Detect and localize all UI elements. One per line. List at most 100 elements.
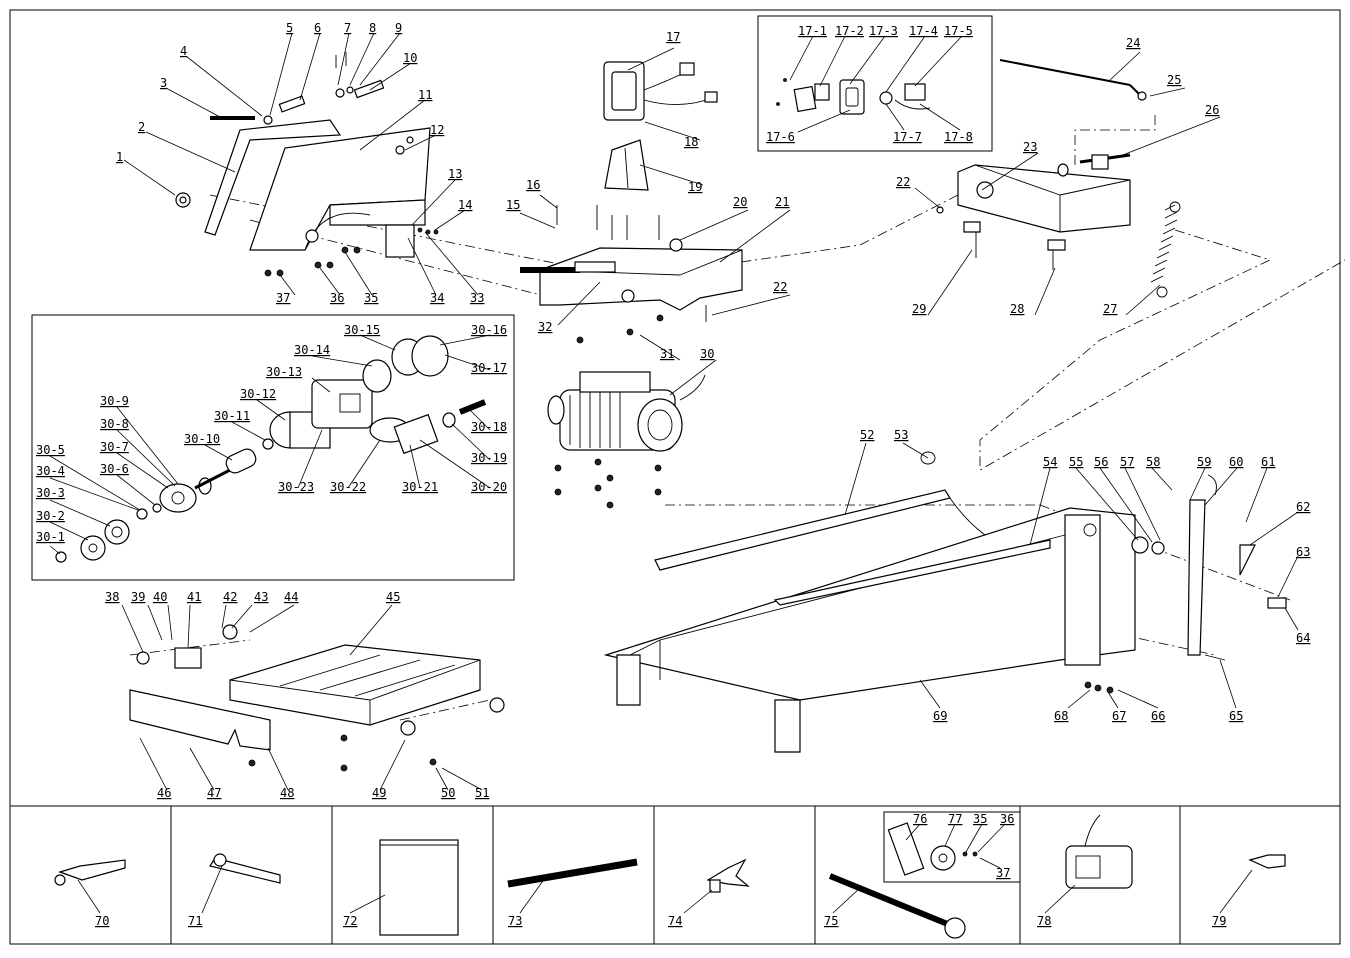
label-part-77: 77 xyxy=(948,812,962,826)
label-part-43: 43 xyxy=(254,590,268,604)
label-part-17-6: 17-6 xyxy=(766,130,795,144)
label-part-31: 31 xyxy=(660,347,674,361)
label-part-19: 19 xyxy=(688,180,702,194)
label-part-11: 11 xyxy=(418,88,432,102)
label-part-30-9: 30-9 xyxy=(100,394,129,408)
leader-lines xyxy=(49,32,1299,914)
label-part-20: 20 xyxy=(733,195,747,209)
label-part-22-arm: 22 xyxy=(896,175,910,189)
switch-exploded xyxy=(776,78,931,115)
blade-guard xyxy=(204,119,431,258)
label-part-67: 67 xyxy=(1112,709,1126,723)
label-part-75: 75 xyxy=(824,914,838,928)
motor-detail-inset xyxy=(31,314,515,581)
label-part-42: 42 xyxy=(223,590,237,604)
label-part-23: 23 xyxy=(1023,140,1037,154)
label-part-15: 15 xyxy=(506,198,520,212)
label-part-17-2: 17-2 xyxy=(835,24,864,38)
motor-mount xyxy=(520,205,743,344)
label-part-79: 79 xyxy=(1212,914,1226,928)
label-part-30-18: 30-18 xyxy=(471,420,507,434)
label-part-17-1: 17-1 xyxy=(798,24,827,38)
label-part-78: 78 xyxy=(1037,914,1051,928)
label-part-14: 14 xyxy=(458,198,472,212)
label-part-53: 53 xyxy=(894,428,908,442)
label-part-35-accessory: 35 xyxy=(973,812,987,826)
label-part-8: 8 xyxy=(369,21,376,35)
label-part-22-mount: 22 xyxy=(773,280,787,294)
label-part-58: 58 xyxy=(1146,455,1160,469)
label-part-55: 55 xyxy=(1069,455,1083,469)
motor-exploded xyxy=(55,335,487,563)
label-part-62: 62 xyxy=(1296,500,1310,514)
label-part-30-4: 30-4 xyxy=(36,464,65,478)
label-part-30-20: 30-20 xyxy=(471,480,507,494)
label-part-12: 12 xyxy=(430,123,444,137)
label-part-30-1: 30-1 xyxy=(36,530,65,544)
label-part-28: 28 xyxy=(1010,302,1024,316)
label-part-30-12: 30-12 xyxy=(240,387,276,401)
label-part-17-4: 17-4 xyxy=(909,24,938,38)
label-part-72: 72 xyxy=(343,914,357,928)
label-part-45: 45 xyxy=(386,590,400,604)
motor xyxy=(547,371,706,509)
label-part-68: 68 xyxy=(1054,709,1068,723)
label-part-39: 39 xyxy=(131,590,145,604)
label-part-69: 69 xyxy=(933,709,947,723)
label-part-30-21: 30-21 xyxy=(402,480,438,494)
label-part-38: 38 xyxy=(105,590,119,604)
switch-assembly xyxy=(603,61,718,191)
label-part-30-5: 30-5 xyxy=(36,443,65,457)
label-part-30-23: 30-23 xyxy=(278,480,314,494)
label-part-6: 6 xyxy=(314,21,321,35)
label-part-73: 73 xyxy=(508,914,522,928)
label-part-30-13: 30-13 xyxy=(266,365,302,379)
label-part-30-14: 30-14 xyxy=(294,343,330,357)
label-part-33: 33 xyxy=(470,291,484,305)
label-part-30-19: 30-19 xyxy=(471,451,507,465)
label-part-17-7: 17-7 xyxy=(893,130,922,144)
base-frame xyxy=(603,451,1287,753)
label-part-30-22: 30-22 xyxy=(330,480,366,494)
label-part-10: 10 xyxy=(403,51,417,65)
accessory-76-inset xyxy=(883,811,1021,883)
label-part-4: 4 xyxy=(180,44,187,58)
label-part-54: 54 xyxy=(1043,455,1057,469)
label-part-30: 30 xyxy=(700,347,714,361)
label-part-36-accessory: 36 xyxy=(1000,812,1014,826)
label-part-52: 52 xyxy=(860,428,874,442)
label-part-17-8: 17-8 xyxy=(944,130,973,144)
label-part-37: 37 xyxy=(276,291,290,305)
label-part-17: 17 xyxy=(666,30,680,44)
label-part-2: 2 xyxy=(138,120,145,134)
label-part-25: 25 xyxy=(1167,73,1181,87)
label-part-48: 48 xyxy=(280,786,294,800)
guard-fasteners xyxy=(175,52,439,277)
label-part-35: 35 xyxy=(364,291,378,305)
label-part-41: 41 xyxy=(187,590,201,604)
label-part-34: 34 xyxy=(430,291,444,305)
label-part-13: 13 xyxy=(448,167,462,181)
label-part-30-17: 30-17 xyxy=(471,361,507,375)
label-part-27: 27 xyxy=(1103,302,1117,316)
label-part-63: 63 xyxy=(1296,545,1310,559)
label-part-18: 18 xyxy=(684,135,698,149)
label-part-65: 65 xyxy=(1229,709,1243,723)
label-part-30-2: 30-2 xyxy=(36,509,65,523)
label-part-30-7: 30-7 xyxy=(100,440,129,454)
label-part-50: 50 xyxy=(441,786,455,800)
label-part-46: 46 xyxy=(157,786,171,800)
label-part-30-6: 30-6 xyxy=(100,462,129,476)
label-part-36: 36 xyxy=(330,291,344,305)
label-part-21: 21 xyxy=(775,195,789,209)
label-part-30-3: 30-3 xyxy=(36,486,65,500)
label-part-7: 7 xyxy=(344,21,351,35)
label-part-64: 64 xyxy=(1296,631,1310,645)
label-part-76: 76 xyxy=(913,812,927,826)
label-part-1: 1 xyxy=(116,150,123,164)
label-part-30-15: 30-15 xyxy=(344,323,380,337)
label-part-47: 47 xyxy=(207,786,221,800)
label-part-70: 70 xyxy=(95,914,109,928)
arm-assembly xyxy=(936,59,1181,298)
